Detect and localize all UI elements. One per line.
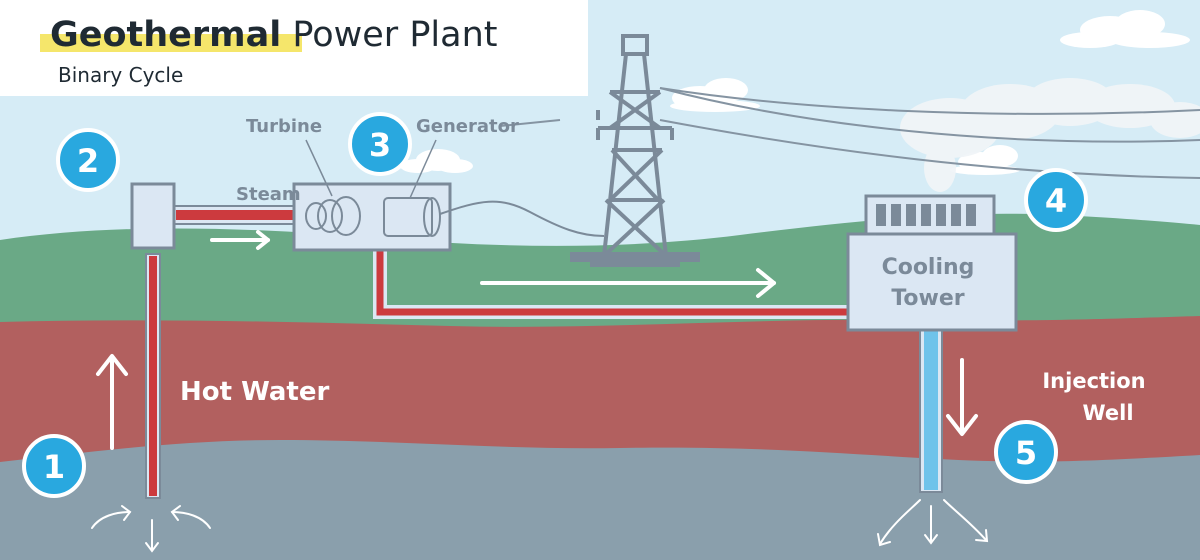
step-badge-5: 5 [994, 420, 1058, 484]
tower-base [570, 252, 700, 262]
hot-water-label: Hot Water [180, 377, 329, 407]
title-rest: Power Plant [281, 15, 497, 55]
power-lines [499, 87, 1200, 179]
title-highlight [40, 34, 302, 52]
step-badge-4: 4 [1024, 168, 1088, 232]
injection-well-label-1: Injection [1042, 369, 1145, 393]
steam-pipe [176, 210, 294, 220]
cooling-tower-vents [876, 204, 976, 226]
flow-arrows [96, 230, 978, 450]
svg-text:4: 4 [1045, 182, 1067, 220]
label-leader-lines [305, 139, 437, 199]
svg-text:2: 2 [77, 142, 99, 180]
step-badge-1: 1 [22, 434, 86, 498]
steam-label: Steam [236, 184, 301, 205]
generator-label: Generator [416, 116, 519, 137]
page-title: Geothermal Power Plant [50, 15, 498, 55]
title-bold: Geothermal [50, 15, 281, 55]
hot-water-layer [0, 316, 1200, 480]
svg-text:5: 5 [1015, 434, 1037, 472]
tower-base-step [590, 262, 680, 267]
cooling-tower-label-1: Cooling [882, 255, 975, 280]
injection-well-label-2: Well [1082, 401, 1133, 425]
transmission-tower [596, 34, 674, 257]
cooling-tower-body [846, 232, 1018, 332]
separator-unit [130, 182, 176, 250]
turbine-label: Turbine [246, 116, 322, 137]
production-well-pipe [149, 256, 157, 496]
rock-layer [0, 440, 1200, 560]
well-bottom-arrows [91, 499, 989, 553]
svg-text:1: 1 [43, 448, 65, 486]
turbine-icon [305, 196, 361, 236]
page-subtitle: Binary Cycle [58, 63, 183, 87]
step-badge-3: 3 [348, 112, 412, 176]
svg-text:3: 3 [369, 126, 391, 164]
cooling-tower-label-2: Tower [891, 286, 964, 311]
injection-well-pipe [924, 330, 938, 490]
generator-icon [383, 197, 441, 237]
step-badge-2: 2 [56, 128, 120, 192]
generator-cable [439, 200, 605, 237]
return-pipe [376, 250, 850, 316]
